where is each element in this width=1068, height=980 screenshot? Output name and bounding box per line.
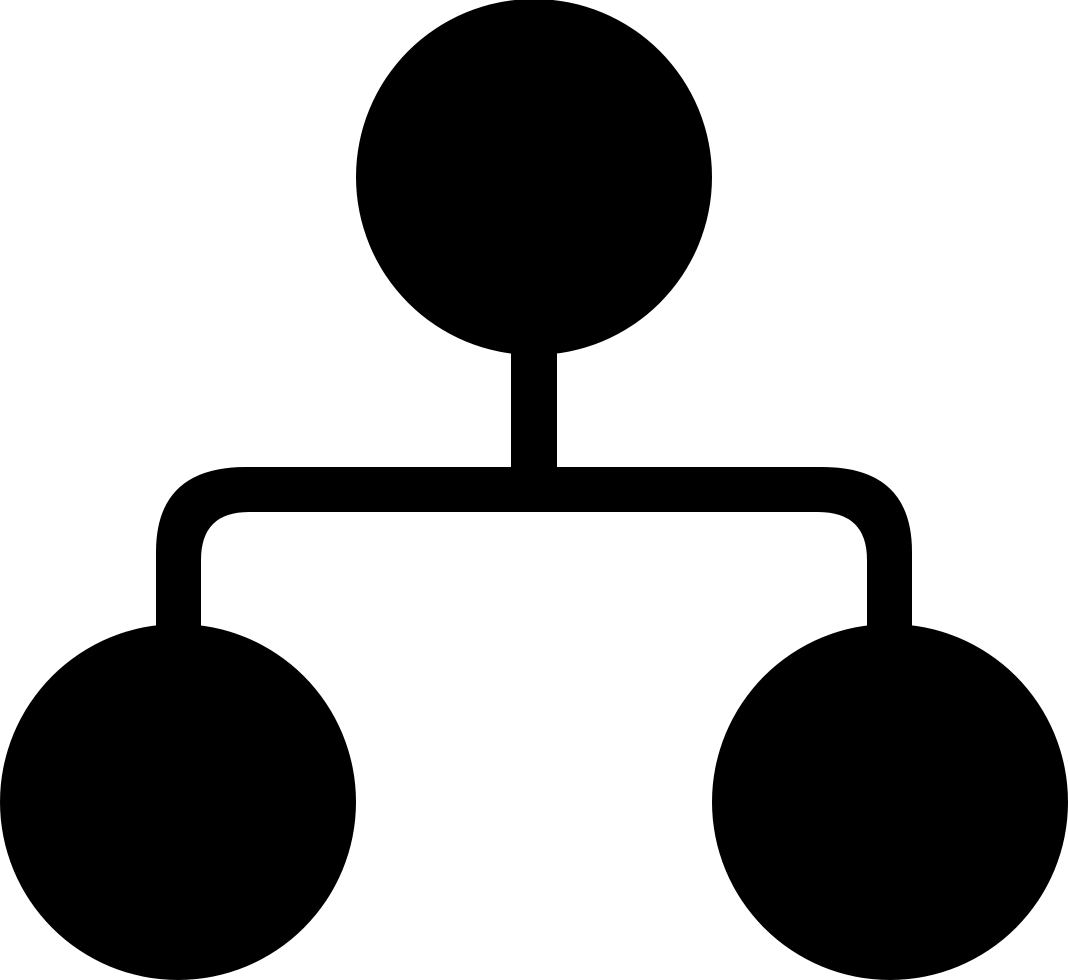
- bottom-right-node-circle: [712, 624, 1068, 980]
- bottom-left-node-circle: [0, 624, 356, 980]
- branch-connector: [156, 467, 912, 650]
- stem-connector: [511, 340, 557, 490]
- top-node-circle: [356, 0, 712, 355]
- connector-lines: [156, 340, 912, 650]
